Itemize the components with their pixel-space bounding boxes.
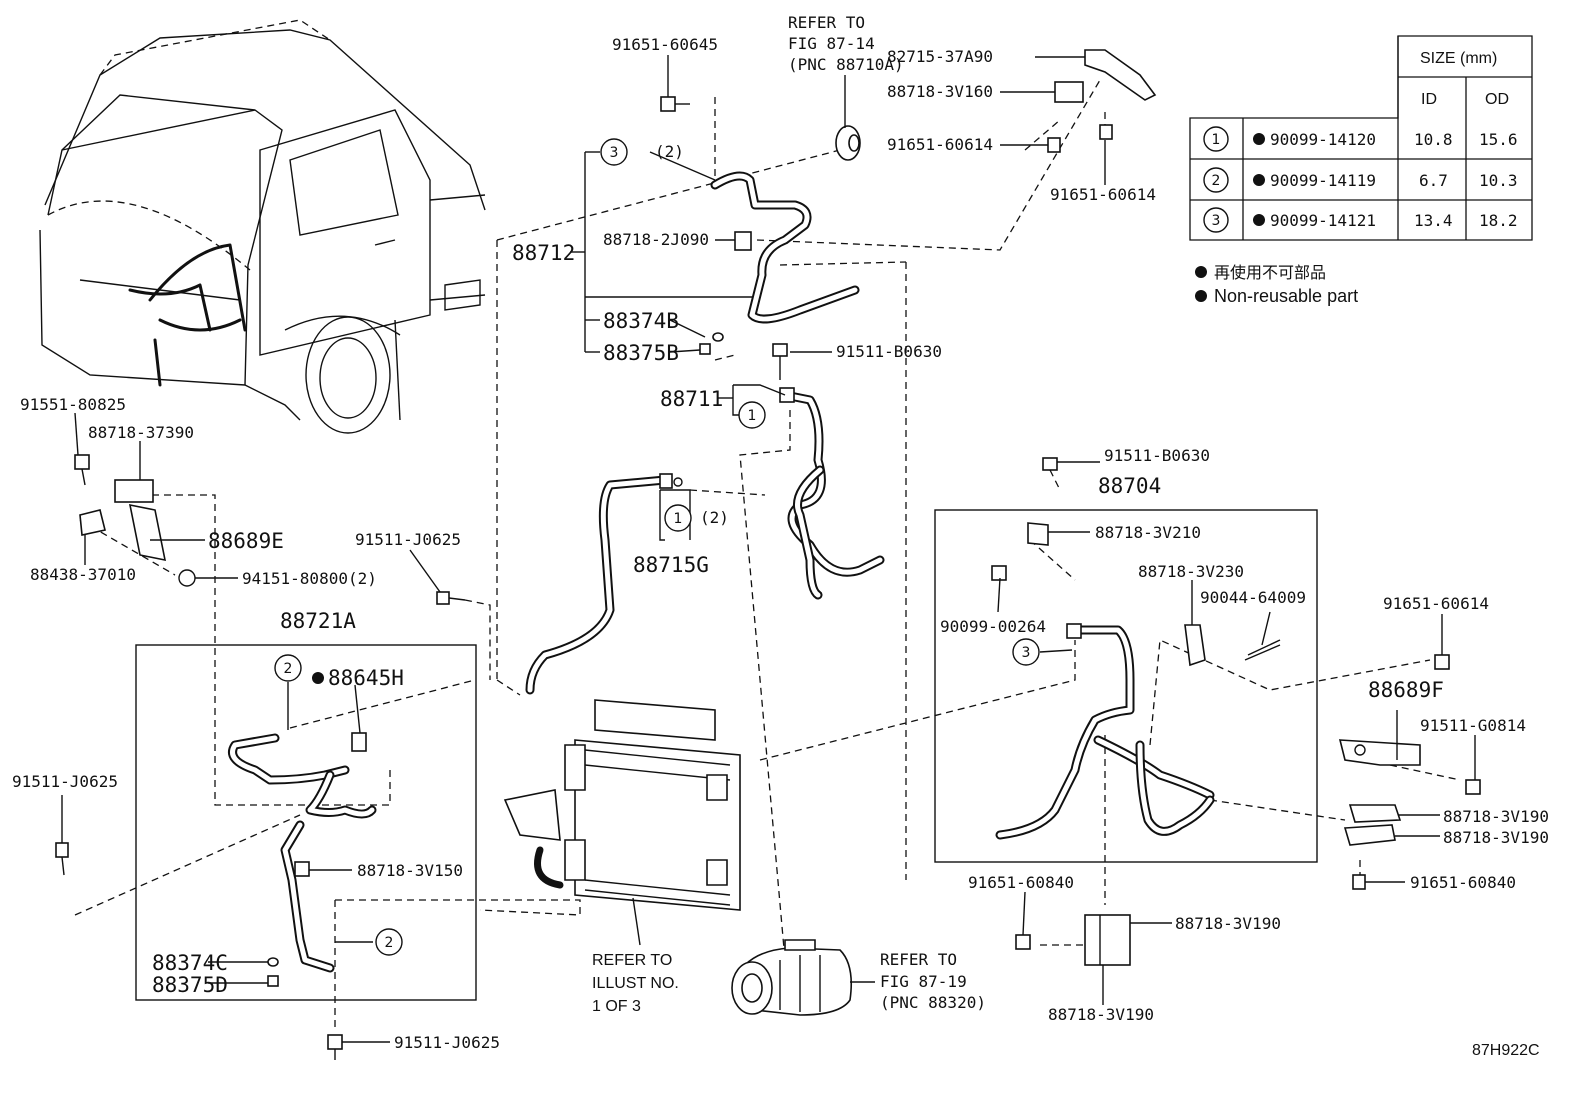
- legend-jp: 再使用不可部品: [1214, 264, 1326, 282]
- label-refer-illust-line1: REFER TO: [592, 952, 672, 969]
- label-refer-illust-line3: 1 OF 3: [592, 998, 641, 1015]
- callout-3-88704: [1012, 638, 1040, 666]
- callout-2-lower-text: 2: [385, 935, 394, 951]
- size-row-1-id: 10.8: [1414, 130, 1453, 149]
- part-labels: 91651-60645 REFER TO FIG 87-14 (PNC 8871…: [12, 13, 1549, 1059]
- legend-en: Non-reusable part: [1214, 286, 1358, 306]
- size-row-1-ref: 1: [1212, 132, 1221, 148]
- label-refer-illust-line2: ILLUST NO.: [592, 975, 679, 992]
- callout-1-88711-text: 1: [748, 408, 757, 424]
- label-91651-60614-far-right: 91651-60614: [1383, 594, 1489, 613]
- size-row-2-id: 6.7: [1419, 171, 1448, 190]
- label-88711: 88711: [660, 387, 723, 411]
- label-88718-3v190-bottom: 88718-3V190: [1048, 1005, 1154, 1024]
- callout-3-top: [600, 138, 628, 166]
- label-88718-3v230: 88718-3V230: [1138, 562, 1244, 581]
- legend-bullet-en: [1195, 290, 1207, 302]
- label-88715g: 88715G: [633, 553, 709, 577]
- callout-3-88704-text: 3: [1022, 645, 1031, 661]
- size-row-2-ref: 2: [1212, 173, 1221, 189]
- label-88689f: 88689F: [1368, 678, 1444, 702]
- label-88645h: 88645H: [328, 666, 404, 690]
- label-91651-60840-left: 91651-60840: [968, 873, 1074, 892]
- label-refer-87-14-line2: FIG 87-14: [788, 34, 875, 53]
- label-88721a: 88721A: [280, 609, 356, 633]
- label-refer-87-19-line1: REFER TO: [880, 950, 957, 969]
- size-row-2-od: 10.3: [1479, 171, 1518, 190]
- label-91651-60614-right: 91651-60614: [1050, 185, 1156, 204]
- callout-2-88721a-text: 2: [284, 661, 293, 677]
- non-reusable-bullet-88645h: [312, 672, 324, 684]
- label-88375d: 88375D: [152, 973, 228, 997]
- size-row-2-part: 90099-14119: [1270, 171, 1376, 190]
- size-row-3-ref: 3: [1212, 213, 1221, 229]
- condenser: [503, 699, 741, 911]
- leader-lines: [61, 55, 1476, 1043]
- label-88704: 88704: [1098, 474, 1161, 498]
- legend: 再使用不可部品 Non-reusable part: [1195, 264, 1358, 306]
- callout-1-88711: [738, 401, 766, 429]
- callout-1-88715g: [664, 504, 692, 532]
- label-qty-2-top: (2): [655, 142, 684, 161]
- label-refer-87-14-line3: (PNC 88710A): [788, 55, 904, 74]
- size-row-3-part: 90099-14121: [1270, 211, 1376, 230]
- label-88375b: 88375B: [603, 341, 679, 365]
- label-88718-3v190-clip: 88718-3V190: [1175, 914, 1281, 933]
- compressor: [731, 939, 853, 1016]
- label-91511-j0625-top: 91511-J0625: [355, 530, 461, 549]
- hoses: [228, 171, 1215, 973]
- label-refer-87-19-line3: (PNC 88320): [880, 993, 986, 1012]
- connection-lines: [74, 79, 1461, 1030]
- label-91551-80825: 91551-80825: [20, 395, 126, 414]
- label-90099-00264: 90099-00264: [940, 617, 1046, 636]
- label-refer-87-19-line2: FIG 87-19: [880, 972, 967, 991]
- label-88438-37010: 88438-37010: [30, 565, 136, 584]
- label-91651-60840-right: 91651-60840: [1410, 873, 1516, 892]
- size-table-header: SIZE (mm): [1420, 50, 1497, 67]
- size-row-3-id: 13.4: [1414, 211, 1453, 230]
- size-row-1-od: 15.6: [1479, 130, 1518, 149]
- label-88712: 88712: [512, 241, 575, 265]
- figure-code: 87H922C: [1472, 1042, 1540, 1059]
- label-91511-j0625-bottom: 91511-J0625: [394, 1033, 500, 1052]
- small-parts: [55, 49, 1481, 1060]
- callout-2-88721a: [274, 654, 302, 682]
- label-82715-37a90: 82715-37A90: [887, 47, 993, 66]
- label-88718-37390: 88718-37390: [88, 423, 194, 442]
- label-88718-3v150: 88718-3V150: [357, 861, 463, 880]
- label-refer-87-14-line1: REFER TO: [788, 13, 865, 32]
- truck-illustration: [39, 19, 486, 434]
- label-88718-3v160: 88718-3V160: [887, 82, 993, 101]
- label-91511-b0630-right: 91511-B0630: [1104, 446, 1210, 465]
- label-88718-3v190-lower: 88718-3V190: [1443, 828, 1549, 847]
- legend-bullet-jp: [1195, 266, 1207, 278]
- size-table-col-od: OD: [1485, 91, 1509, 108]
- callout-1-88715g-text: 1: [674, 511, 683, 527]
- label-88718-3v190-upper: 88718-3V190: [1443, 807, 1549, 826]
- label-88718-2j090: 88718-2J090: [603, 230, 709, 249]
- callout-2-lower: [375, 928, 403, 956]
- label-91651-60614-top: 91651-60614: [887, 135, 993, 154]
- label-91511-j0625-left: 91511-J0625: [12, 772, 118, 791]
- label-88374b: 88374B: [603, 309, 679, 333]
- size-row-1-part: 90099-14120: [1270, 130, 1376, 149]
- label-91651-60645: 91651-60645: [612, 35, 718, 54]
- size-row-3-od: 18.2: [1479, 211, 1518, 230]
- label-88689e: 88689E: [208, 529, 284, 553]
- callout-3-top-text: 3: [610, 145, 619, 161]
- callout-circles: 3 1 1 2 2 3: [274, 138, 1040, 956]
- label-88374c: 88374C: [152, 951, 228, 975]
- label-88718-3v210: 88718-3V210: [1095, 523, 1201, 542]
- label-91511-g0814: 91511-G0814: [1420, 716, 1526, 735]
- size-table: SIZE (mm) ID OD 1 90099-14120 10.8 15.6 …: [1189, 35, 1533, 241]
- label-94151-80800: 94151-80800(2): [242, 569, 377, 588]
- label-91511-b0630-top: 91511-B0630: [836, 342, 942, 361]
- label-qty-2-88715g: (2): [700, 508, 729, 527]
- size-table-col-id: ID: [1421, 91, 1437, 108]
- label-90044-64009: 90044-64009: [1200, 588, 1306, 607]
